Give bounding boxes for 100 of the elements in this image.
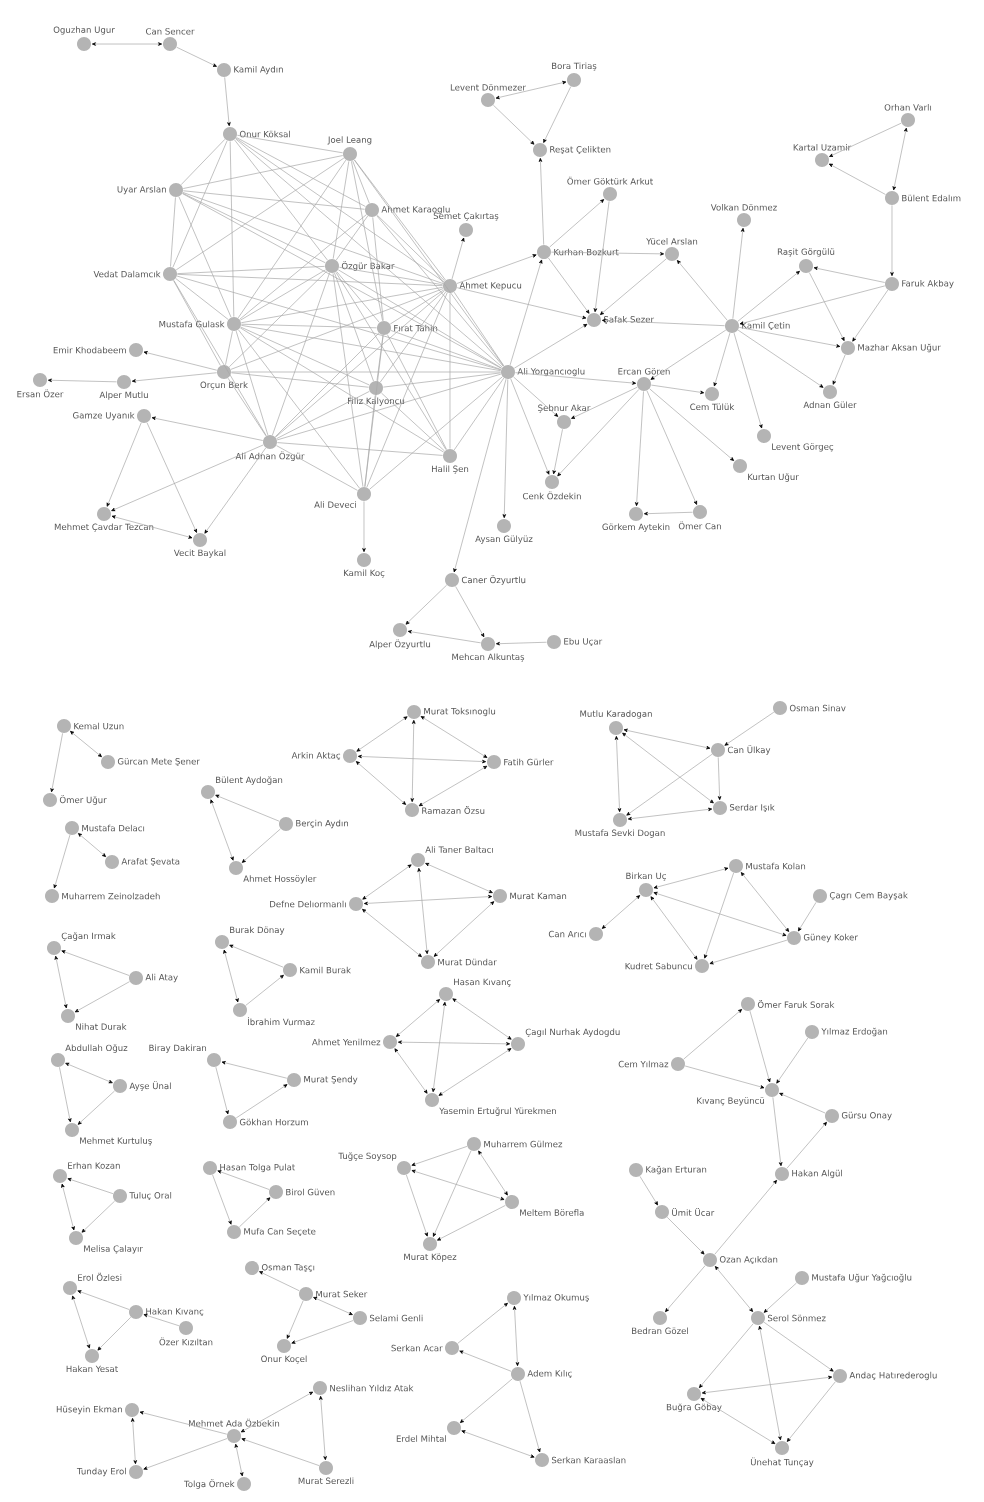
arrow xyxy=(699,1323,754,1388)
arrow xyxy=(502,379,509,519)
arrow xyxy=(713,332,731,387)
arrow xyxy=(676,260,728,321)
arrow xyxy=(798,901,817,932)
arrow xyxy=(653,891,787,937)
arrow xyxy=(548,257,590,314)
arrow xyxy=(411,1169,505,1201)
arrow xyxy=(176,46,217,67)
arrow xyxy=(131,1417,137,1465)
arrow xyxy=(666,1216,705,1255)
arrow xyxy=(643,511,693,516)
arrow xyxy=(600,258,667,315)
arrow xyxy=(665,1265,706,1313)
arrow xyxy=(601,318,725,327)
arrow xyxy=(286,1300,304,1339)
arrow xyxy=(451,237,465,280)
arrow xyxy=(683,1009,743,1060)
arrow xyxy=(714,1266,754,1312)
arrow xyxy=(714,1180,777,1255)
arrow xyxy=(571,386,638,419)
arrow xyxy=(204,447,267,534)
arrow xyxy=(772,1097,783,1167)
arrow xyxy=(627,807,713,821)
arrow xyxy=(410,719,416,803)
arrow xyxy=(650,384,705,395)
arrow xyxy=(50,732,63,793)
arrow xyxy=(394,1048,428,1094)
arrow xyxy=(97,1316,132,1351)
arrow xyxy=(433,901,495,957)
arrow xyxy=(143,351,218,371)
arrow xyxy=(407,630,482,644)
arrow xyxy=(362,864,412,900)
arrow xyxy=(355,761,407,805)
arrow xyxy=(143,1438,228,1470)
arrow xyxy=(684,1065,765,1089)
arrow xyxy=(455,586,485,638)
arrow xyxy=(461,1430,535,1458)
arrow xyxy=(813,266,886,283)
arrow xyxy=(425,863,493,893)
arrow xyxy=(700,1398,776,1444)
arrow xyxy=(77,833,107,857)
arrow xyxy=(786,1381,836,1442)
arrow xyxy=(492,104,535,145)
arrow xyxy=(405,584,447,625)
arrow xyxy=(538,157,545,245)
arrow xyxy=(319,1395,327,1461)
arrow xyxy=(892,127,908,191)
arrow xyxy=(739,285,886,325)
arrow xyxy=(509,259,543,366)
arrow xyxy=(776,1037,809,1084)
arrow xyxy=(71,1295,91,1349)
arrow xyxy=(763,1321,834,1372)
arrow xyxy=(557,389,640,477)
arrow xyxy=(245,974,284,1006)
arrow xyxy=(437,1205,506,1241)
arrow xyxy=(779,1092,826,1114)
arrow xyxy=(515,372,637,385)
arrow xyxy=(459,1350,512,1372)
arrow xyxy=(543,86,572,143)
arrow xyxy=(81,1200,115,1233)
arrow xyxy=(749,1010,771,1083)
arrow xyxy=(313,1297,353,1315)
arrow xyxy=(828,163,886,195)
arrow xyxy=(704,872,734,959)
arrow xyxy=(395,999,441,1037)
arrow xyxy=(513,323,588,369)
arrow xyxy=(733,332,763,429)
arrow xyxy=(74,981,130,1013)
arrow xyxy=(106,422,142,507)
arrow xyxy=(53,834,71,889)
arrow xyxy=(456,254,537,284)
arrow xyxy=(411,1146,468,1166)
arrow xyxy=(510,378,550,475)
arrow xyxy=(653,867,729,889)
arrow xyxy=(235,1084,288,1119)
arrow xyxy=(737,329,824,388)
arrow xyxy=(433,1150,472,1237)
arrow xyxy=(224,77,231,127)
arrow xyxy=(724,711,775,746)
arrow xyxy=(452,998,512,1040)
arrow xyxy=(111,444,264,512)
arrow xyxy=(143,1313,180,1327)
arrow xyxy=(829,122,902,157)
arrow xyxy=(626,753,713,816)
arrow xyxy=(131,372,217,383)
arrow xyxy=(457,1302,508,1344)
arrow xyxy=(151,416,264,441)
arrow xyxy=(54,955,68,1009)
arrow xyxy=(513,376,559,417)
arrow xyxy=(212,1174,232,1225)
arrow xyxy=(210,799,234,861)
arrow xyxy=(460,1378,513,1423)
arrow xyxy=(758,1325,782,1441)
arrow xyxy=(649,388,735,461)
arrow xyxy=(622,732,714,804)
arrow xyxy=(701,1375,833,1395)
arrow xyxy=(215,794,280,822)
arrow xyxy=(397,1040,511,1046)
arrow xyxy=(732,227,745,319)
